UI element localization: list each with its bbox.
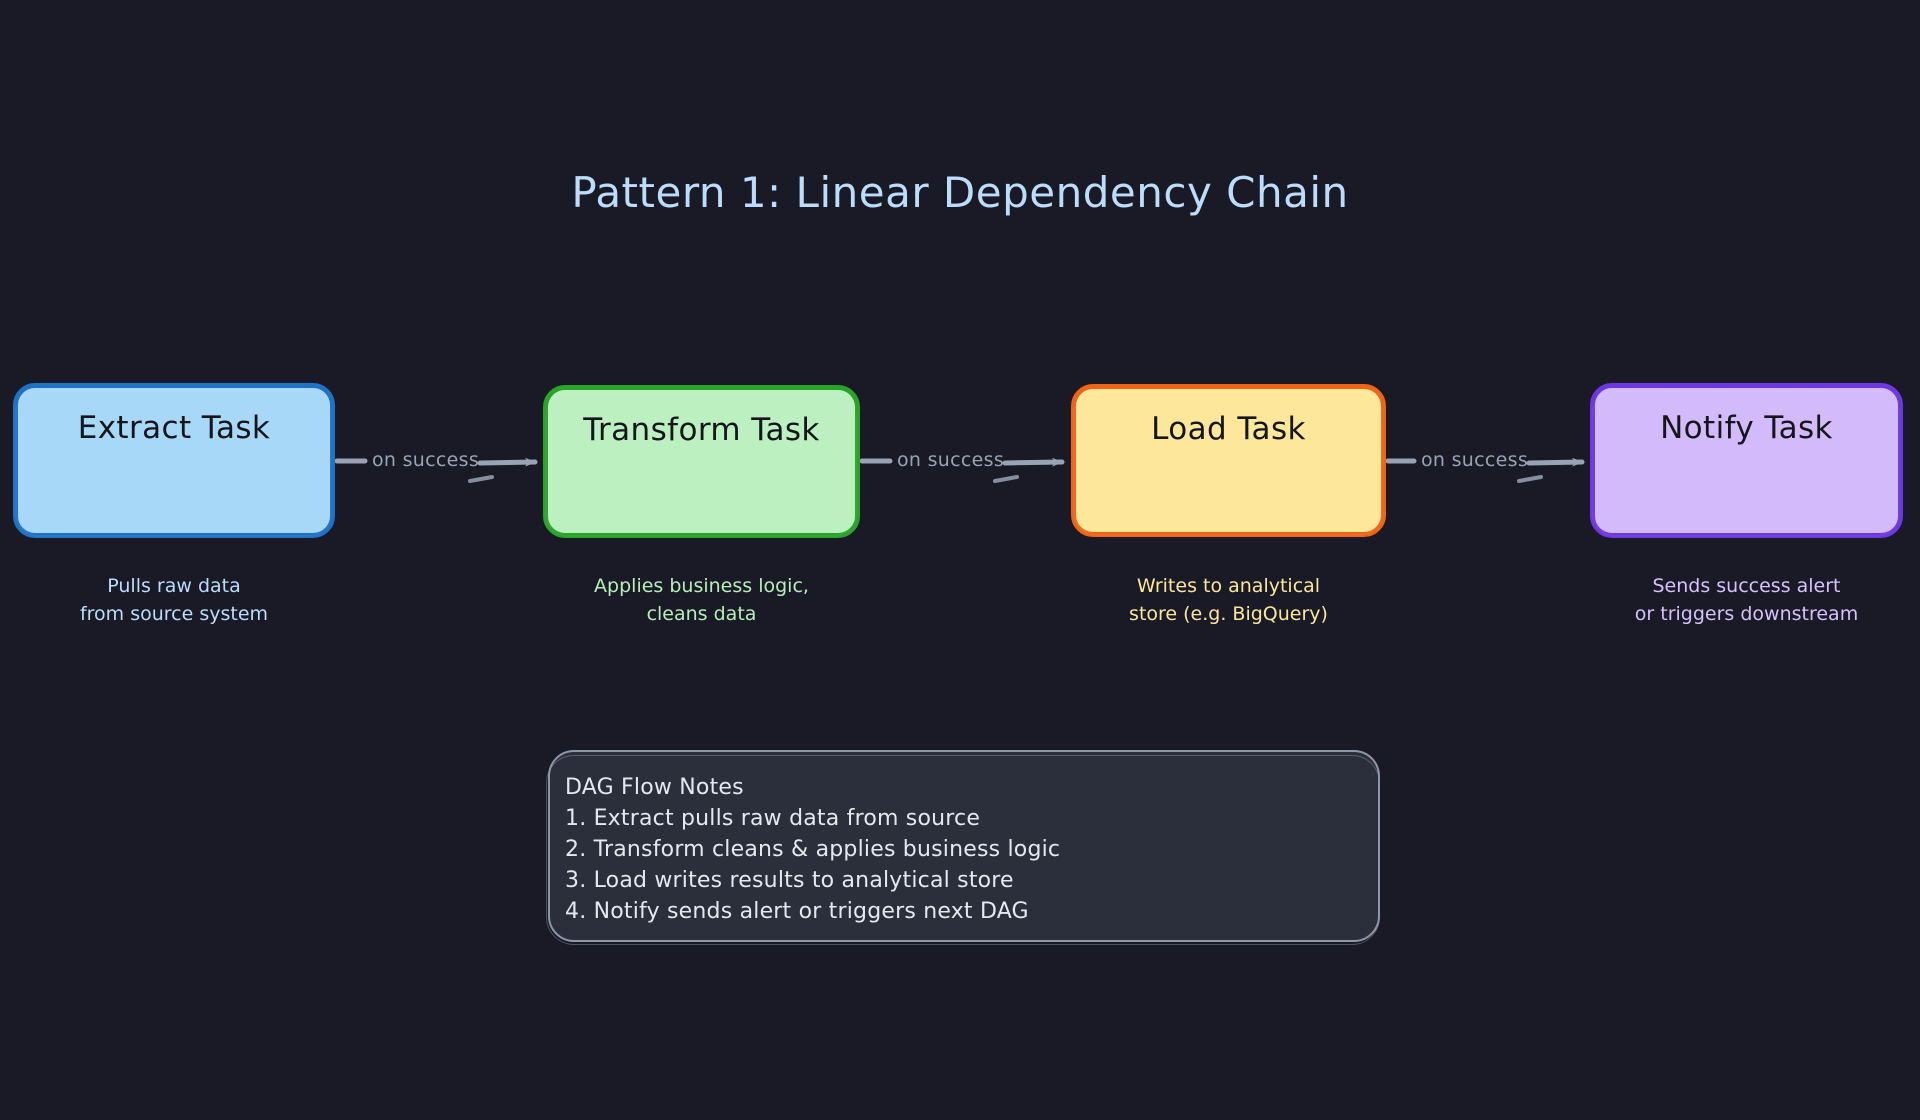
dag-flow-notes-content: DAG Flow Notes 1. Extract pulls raw data…: [565, 772, 1365, 927]
notes-title: DAG Flow Notes: [565, 775, 744, 800]
edge-label-load-to-notify: on success: [1421, 449, 1529, 471]
node-notify-task[interactable]: Notify Task: [1590, 383, 1903, 538]
notes-line-2: 2. Transform cleans & applies business l…: [565, 837, 1061, 862]
node-load-task-caption: Writes to analytical store (e.g. BigQuer…: [1129, 575, 1328, 625]
node-notify-task-label: Notify Task: [1660, 410, 1833, 446]
notes-line-4: 4. Notify sends alert or triggers next D…: [565, 899, 1029, 924]
node-transform-task-caption: Applies business logic, cleans data: [594, 575, 809, 625]
node-extract-task[interactable]: Extract Task: [13, 383, 335, 538]
edge-label-transform-to-load: on success: [897, 449, 1005, 471]
notes-line-1: 1. Extract pulls raw data from source: [565, 806, 981, 831]
node-extract-task-caption: Pulls raw data from source system: [79, 575, 269, 625]
node-notify-task-caption: Sends success alert or triggers downstre…: [1634, 575, 1859, 625]
edge-label-extract-to-transform: on success: [372, 449, 480, 471]
node-transform-task-label: Transform Task: [583, 412, 820, 448]
page-title: Pattern 1: Linear Dependency Chain: [571, 168, 1349, 217]
dag-flow-notes-box: [546, 750, 1380, 945]
node-load-task-label: Load Task: [1151, 411, 1306, 447]
node-load-task[interactable]: Load Task: [1071, 384, 1386, 537]
node-extract-task-label: Extract Task: [77, 410, 271, 446]
notes-line-3: 3. Load writes results to analytical sto…: [565, 868, 1014, 893]
node-transform-task[interactable]: Transform Task: [543, 385, 860, 538]
